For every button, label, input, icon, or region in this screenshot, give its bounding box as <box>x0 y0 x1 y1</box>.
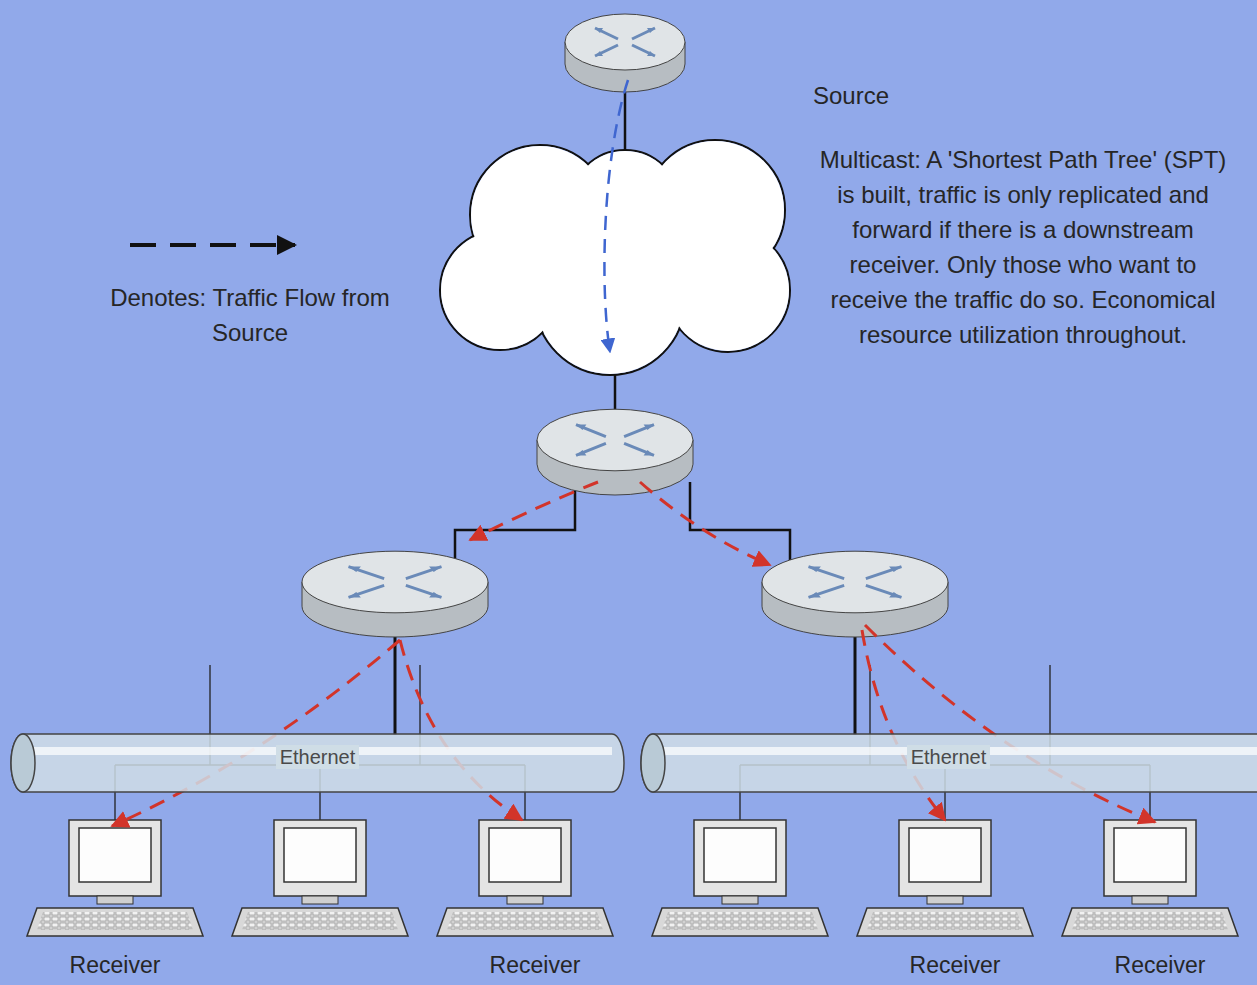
receiver-label: Receiver <box>1115 952 1206 978</box>
legend-sample <box>130 243 295 247</box>
receiver-label: Receiver <box>490 952 581 978</box>
legend-text: Denotes: Traffic Flow from Source <box>100 280 400 350</box>
segment-name: Ethernet <box>907 745 991 769</box>
receiver-label: Receiver <box>70 952 161 978</box>
ethernet-segment: Ethernet <box>10 733 625 793</box>
receiver-label: Receiver <box>910 952 1001 978</box>
ethernet-segment: Ethernet <box>640 733 1257 793</box>
segment-name: Ethernet <box>276 745 360 769</box>
note-text: Multicast: A 'Shortest Path Tree' (SPT) … <box>808 142 1238 352</box>
source-label: Source <box>813 82 1013 110</box>
